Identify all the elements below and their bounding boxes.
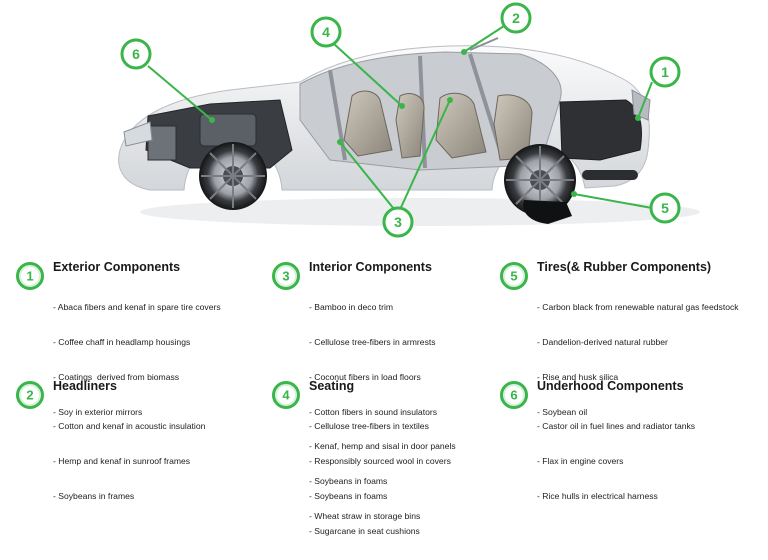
legend-badge-1: 1	[16, 262, 44, 290]
list-item: - Cellulose tree-fibers in textiles	[309, 421, 429, 432]
front-seat-back	[395, 93, 425, 159]
rear-wheel	[504, 144, 576, 216]
leader-1	[637, 81, 653, 119]
legend-badge-4: 4	[272, 381, 300, 409]
svg-text:2: 2	[512, 10, 520, 26]
legend-items: - Cellulose tree-fibers in textiles - Re…	[309, 398, 451, 560]
marker-6: 6	[120, 38, 152, 70]
list-item: - Sugarcane in seat cushions	[309, 525, 420, 536]
headlight	[123, 121, 153, 147]
engine-block	[199, 113, 257, 147]
svg-text:5: 5	[661, 200, 669, 216]
front-wheel	[199, 142, 267, 210]
legend-title: Seating	[309, 379, 355, 393]
marker-5: 5	[649, 192, 681, 224]
marker-3: 3	[382, 206, 414, 238]
list-item: - Abaca fibers and kenaf in spare tire c…	[53, 302, 221, 313]
leader-3b	[397, 99, 451, 215]
legend-title: Underhood Components	[537, 379, 684, 393]
list-item: - Coatings derived from biomass	[53, 371, 180, 382]
leader-4	[333, 43, 403, 107]
car-cutaway-illustration: 1 2 3 4 5 6	[118, 2, 700, 238]
legend-badge-6: 6	[500, 381, 528, 409]
svg-text:4: 4	[322, 24, 330, 40]
marker-2: 2	[500, 2, 532, 34]
legend-title: Tires(& Rubber Components)	[537, 260, 712, 274]
list-item: - Soybeans in frames	[53, 490, 135, 501]
leader-dots	[209, 49, 641, 197]
legend-badge-5: 5	[500, 262, 528, 290]
list-item: - Soybean oil	[537, 406, 588, 417]
svg-text:6: 6	[132, 46, 140, 62]
list-item: - Dandelion-derived natural rubber	[537, 336, 668, 347]
legend-items: - Cotton and kenaf in acoustic insulatio…	[53, 398, 205, 526]
exhaust-pipe	[582, 170, 638, 180]
antenna	[469, 37, 499, 51]
list-item: - Cotton fibers in sound insulators	[309, 406, 438, 417]
list-item: - Soy in exterior mirrors	[53, 406, 143, 417]
list-item: - Carbon black from renewable natural ga…	[537, 302, 739, 313]
list-item: - Coconut fibers in load floors	[309, 371, 421, 382]
legend-items: - Castor oil in fuel lines and radiator …	[537, 398, 695, 526]
leader-5	[573, 193, 653, 209]
front-seat	[343, 90, 393, 157]
rear-seat	[435, 92, 487, 159]
list-item: - Soybeans in foams	[309, 490, 388, 501]
leader-6	[147, 65, 213, 121]
rear-bench	[493, 94, 533, 161]
radiator	[147, 125, 177, 161]
tire-cutaway	[523, 200, 572, 224]
list-item: - Cotton and kenaf in acoustic insulatio…	[53, 421, 206, 432]
list-item: - Bamboo in deco trim	[309, 302, 394, 313]
legend-badge-2: 2	[16, 381, 44, 409]
legend-items: - Carbon black from renewable natural ga…	[537, 279, 739, 441]
marker-1: 1	[649, 56, 681, 88]
legend-title: Interior Components	[309, 260, 432, 274]
legend-badge-3: 3	[272, 262, 300, 290]
list-item: - Castor oil in fuel lines and radiator …	[537, 421, 696, 432]
legend-items: - Abaca fibers and kenaf in spare tire c…	[53, 279, 221, 441]
list-item: - Cellulose tree-fibers in armrests	[309, 336, 436, 347]
leader-3a	[339, 141, 399, 215]
list-item: - Rice hulls in electrical harness	[537, 490, 658, 501]
legend-title: Exterior Components	[53, 260, 181, 274]
svg-text:3: 3	[394, 214, 402, 230]
list-item: - Rise and husk silica	[537, 371, 619, 382]
trunk-cutaway	[559, 99, 642, 161]
list-item: - Coffee chaff in headlamp housings	[53, 336, 191, 347]
svg-text:1: 1	[661, 64, 669, 80]
list-item: - Kenaf, hemp and sisal in door panels	[309, 441, 456, 452]
leader-2	[463, 25, 505, 53]
callout-lines	[147, 25, 653, 215]
legend-title: Headliners	[53, 379, 117, 393]
marker-4: 4	[310, 16, 342, 48]
